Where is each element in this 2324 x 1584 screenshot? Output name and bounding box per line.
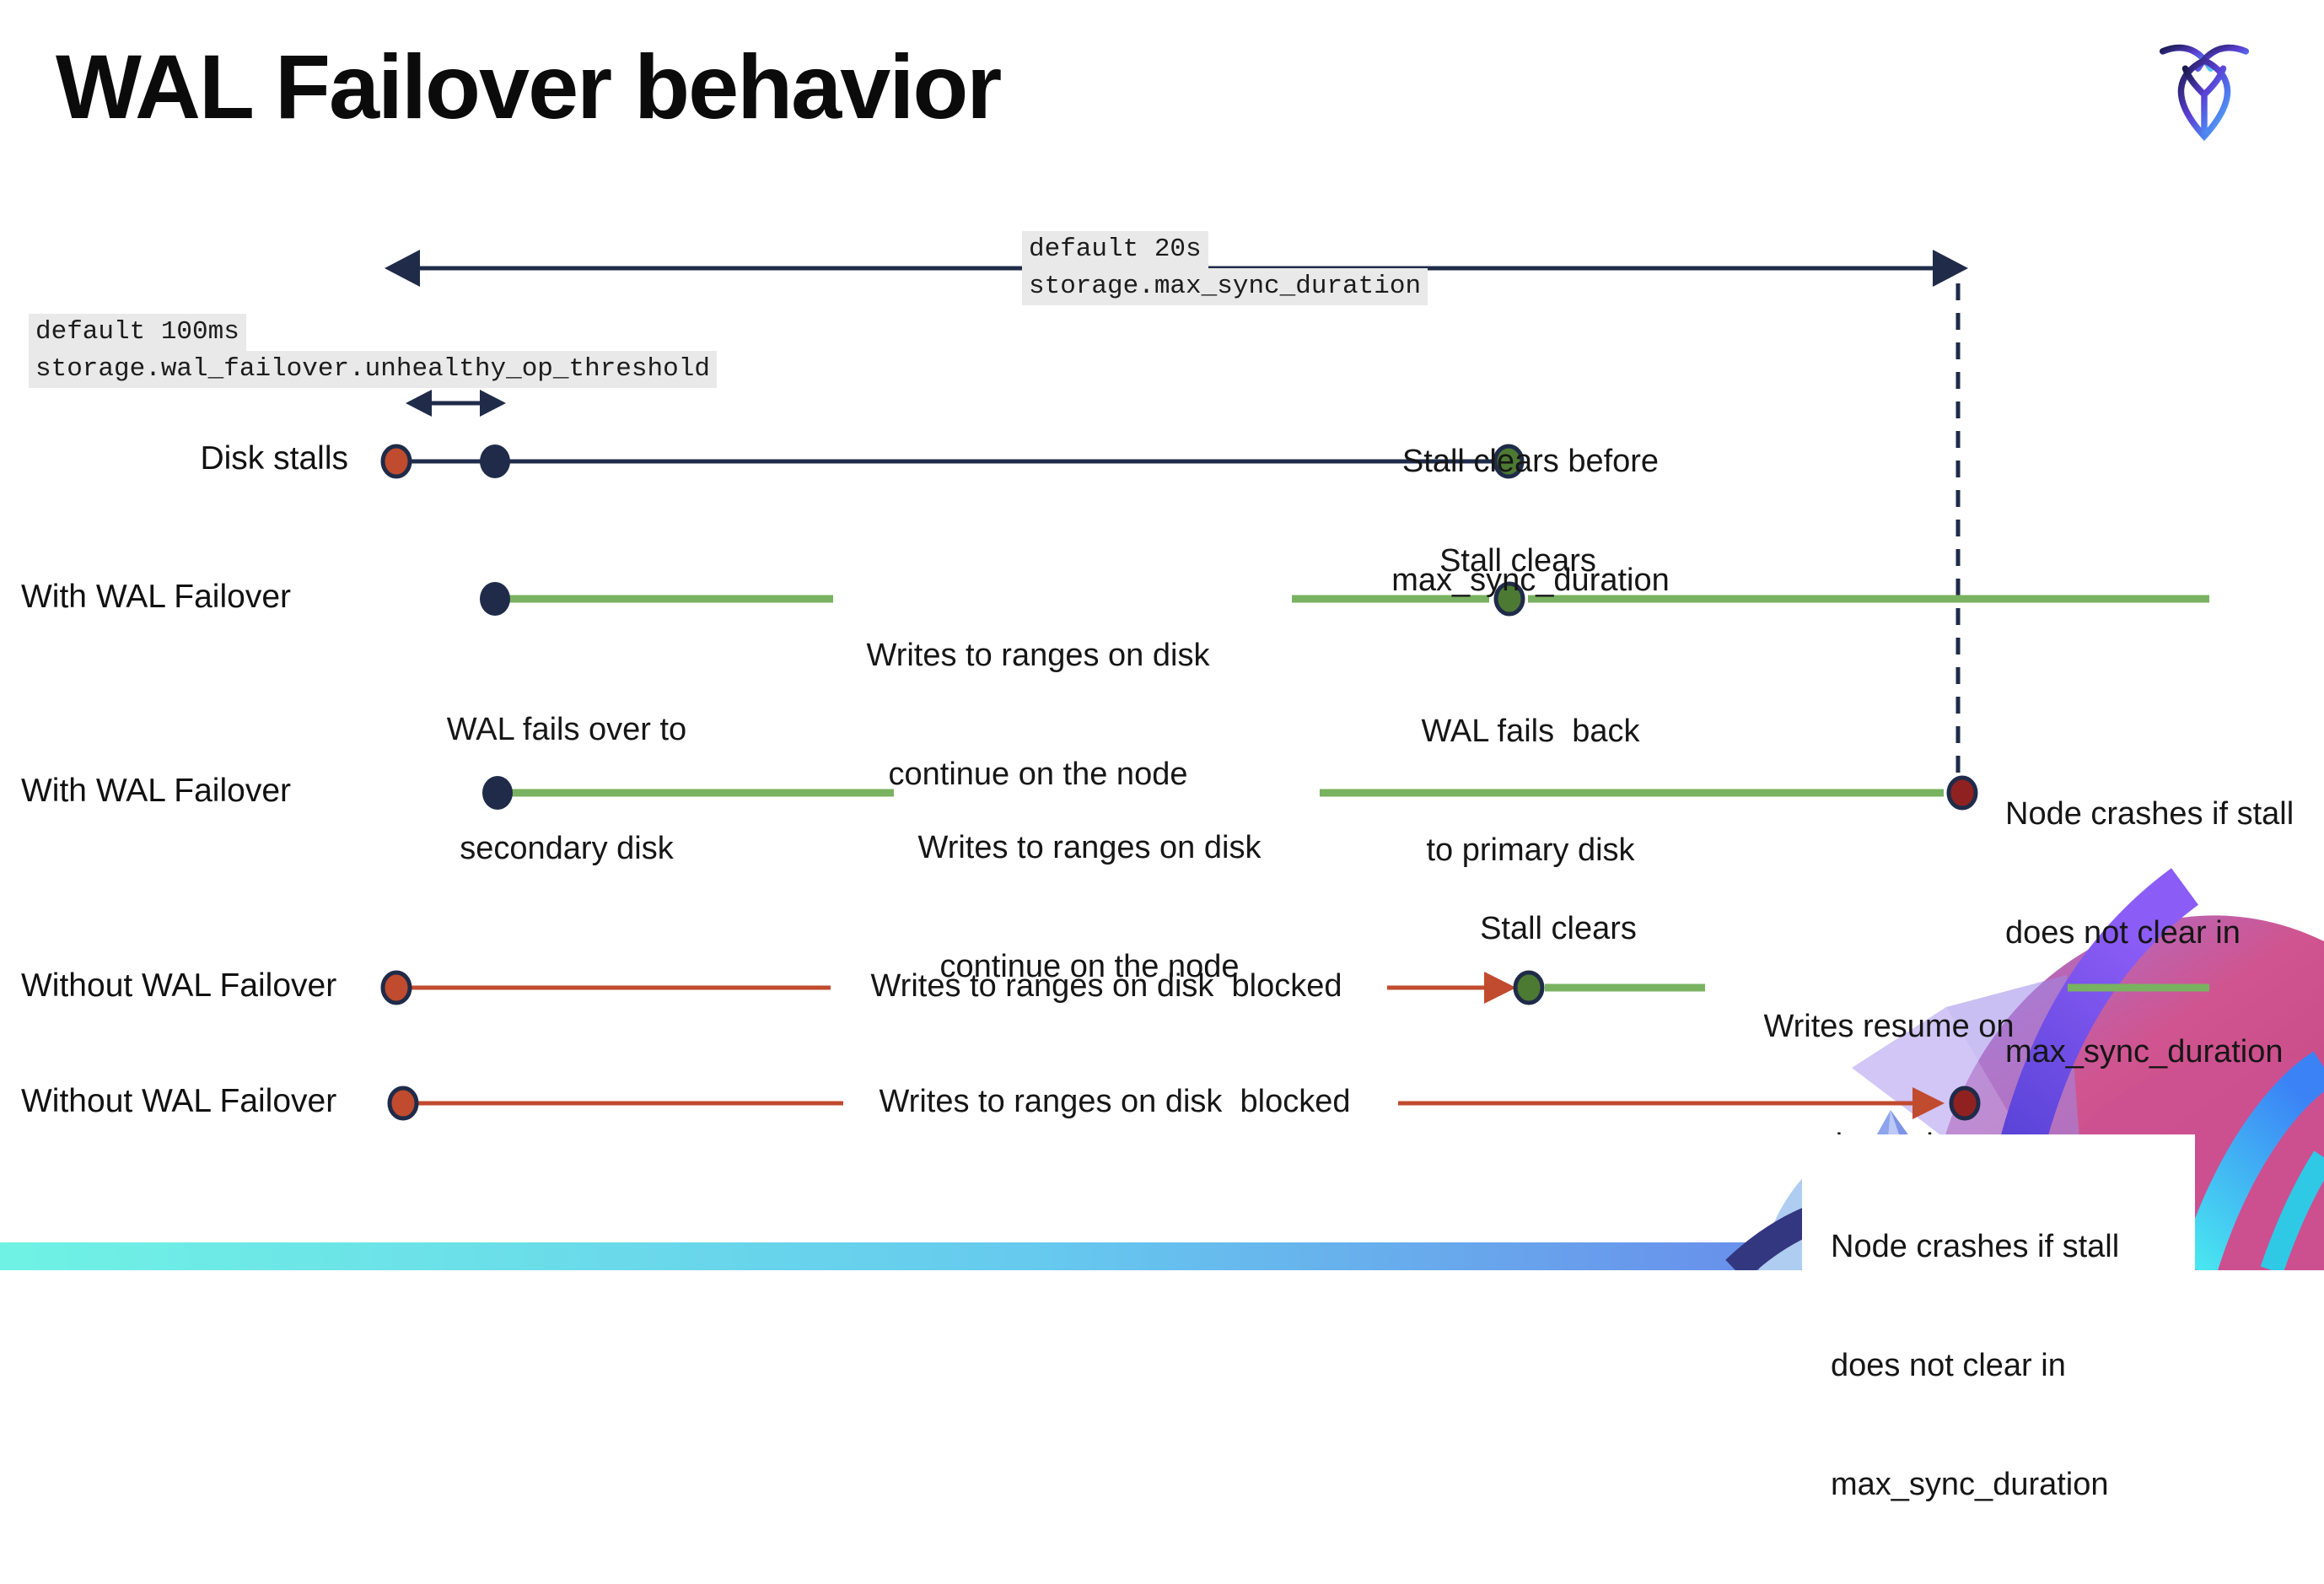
stall-start-dot [380, 444, 412, 479]
unhealthy-op-threshold-arrow [406, 390, 506, 417]
node-crash-dot [1946, 775, 1978, 811]
stall-clear-dot [1493, 444, 1525, 479]
row-label-disk-stalls: Disk stalls [200, 440, 348, 477]
arrowhead-left-icon [385, 250, 420, 287]
annotation-writes-blocked-1: Writes to ranges on disk blocked [870, 968, 1342, 1004]
annotation-writes-continue-1: Writes to ranges on disk continue on the… [866, 638, 1210, 792]
setting-default-value: default 100ms [29, 314, 246, 351]
annotation-stall-clears-row2: Stall clears [1439, 543, 1596, 579]
arrowhead-right-icon [1484, 972, 1516, 1004]
annotation-stall-clears-row4: Stall clears [1480, 911, 1637, 946]
timeline-row-without-wal-1 [380, 970, 2209, 1005]
node-crashes-callout: Node crashes if stall does not clear in … [1802, 1134, 2195, 1502]
arrowhead-right-icon [1933, 250, 1968, 287]
annotation-writes-continue-2: Writes to ranges on disk continue on the… [917, 830, 1262, 984]
max-sync-duration-setting: default 20s storage.max_sync_duration [1022, 231, 1428, 305]
node-crash-dot [1949, 1086, 1981, 1121]
setting-name: storage.wal_failover.unhealthy_op_thresh… [29, 351, 717, 388]
setting-name: storage.max_sync_duration [1022, 268, 1428, 305]
failover-dot [482, 776, 513, 810]
stall-start-dot [387, 1086, 419, 1121]
timeline-row-with-wal-1 [480, 581, 2209, 617]
annotation-node-crashes-2: Node crashes if stall does not clear in … [1831, 1229, 2120, 1502]
row-label-with-wal-1: With WAL Failover [21, 579, 291, 615]
threshold-dot [480, 444, 510, 478]
timeline-row-without-wal-2 [387, 1086, 1981, 1121]
annotation-node-crashes-1: Node crashes if stall does not clear in … [2005, 796, 2294, 1069]
arrowhead-right-icon [1912, 1087, 1945, 1119]
annotation-wal-fails-over: WAL fails over to secondary disk [446, 712, 687, 866]
stall-clear-dot [1493, 581, 1525, 617]
row-label-with-wal-2: With WAL Failover [21, 773, 291, 809]
page-title: WAL Failover behavior [56, 35, 1002, 137]
timeline-row-with-wal-2 [482, 775, 1978, 811]
cockroachdb-logo-icon [2159, 40, 2250, 142]
stall-clear-dot [1513, 970, 1545, 1005]
setting-default-value: default 20s [1022, 231, 1208, 268]
row-label-without-wal-1: Without WAL Failover [21, 967, 337, 1004]
stall-start-dot [380, 970, 412, 1005]
annotation-writes-blocked-2: Writes to ranges on disk blocked [879, 1084, 1351, 1119]
annotation-stall-clears-before: Stall clears before max_sync_duration [1391, 444, 1670, 598]
unhealthy-op-threshold-setting: default 100ms storage.wal_failover.unhea… [29, 314, 717, 388]
row-label-without-wal-2: Without WAL Failover [21, 1083, 337, 1119]
failover-dot [480, 582, 510, 616]
timeline-row-disk-stalls [380, 444, 1525, 479]
annotation-wal-fails-back: WAL fails back to primary disk [1421, 714, 1640, 868]
